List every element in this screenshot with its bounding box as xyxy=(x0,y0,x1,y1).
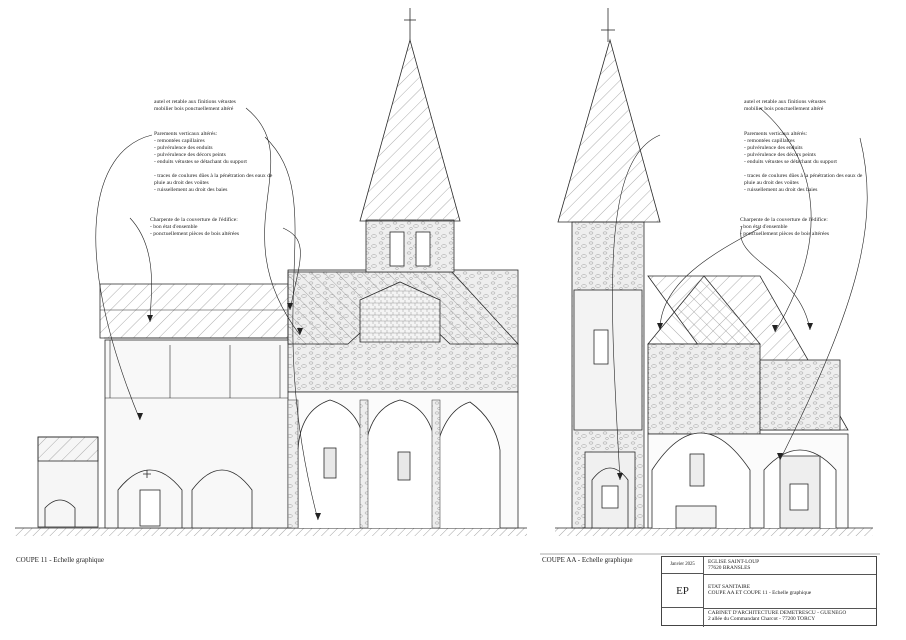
left-walls-item: pluie au droit des voûtes xyxy=(154,180,209,186)
coupe-11-section xyxy=(15,8,527,536)
left-walls-item: - enduits vétustes se détachant du suppo… xyxy=(154,159,247,165)
title-block: Janvier 2025 EP EGLISE SAINT-LOUP 77620 … xyxy=(661,556,877,627)
left-walls-item: - pulvérulence des enduits xyxy=(154,145,213,151)
architect-address: 2 allée du Commandant Charcot - 77200 TO… xyxy=(708,616,816,623)
right-annotation-altar: autel et retable aux finitions vétustes … xyxy=(744,99,826,113)
left-walls-item: - ruissellement au droit des baies xyxy=(154,187,228,193)
left-walls-item: - pulvérulence des décors peints xyxy=(154,152,226,158)
title-block-document: ETAT SANITAIRE COUPE AA ET COUPE 11 - Ec… xyxy=(708,584,811,597)
right-walls-item: - remontées capillaires xyxy=(744,138,795,144)
right-walls-item: - enduits vétustes se détachant du suppo… xyxy=(744,159,837,165)
title-block-date: Janvier 2025 xyxy=(662,557,704,574)
right-roof-item: - ponctuellement pièces de bois altérées xyxy=(740,231,829,237)
right-altar-line-1: autel et retable aux finitions vétustes xyxy=(744,99,826,105)
left-altar-line-2: mobilier bois ponctuellement altéré xyxy=(154,106,234,112)
right-walls-item: pluie au droit des voûtes xyxy=(744,180,799,186)
document-title: ETAT SANITAIRE xyxy=(708,584,751,590)
title-block-architect: CABINET D'ARCHITECTURE DEMETRESCU - GUEN… xyxy=(708,610,846,623)
right-annotation-roof: Charpente de la couverture de l'édifice:… xyxy=(740,217,829,238)
left-annotation-roof: Charpente de la couverture de l'édifice:… xyxy=(150,217,239,238)
right-walls-item: - ruissellement au droit des baies xyxy=(744,187,818,193)
right-walls-item: - pulvérulence des décors peints xyxy=(744,152,816,158)
left-roof-item: - ponctuellement pièces de bois altérées xyxy=(150,231,239,237)
title-block-divider xyxy=(704,574,876,575)
right-section-caption: COUPE AA - Echelle graphique xyxy=(542,556,633,564)
left-section-caption: COUPE 11 - Echelle graphique xyxy=(16,556,104,564)
left-altar-line-1: autel et retable aux finitions vétustes xyxy=(154,99,236,105)
left-walls-title: Parements verticaux altérés: xyxy=(154,131,218,137)
right-annotation-walls: Parements verticaux altérés: - remontées… xyxy=(744,131,862,194)
right-roof-item: - bon état d'ensemble xyxy=(740,224,788,230)
annotation-leaders xyxy=(95,107,868,521)
coupe-aa-section xyxy=(555,8,873,536)
title-block-project: EGLISE SAINT-LOUP 77620 BRANSLES xyxy=(708,559,759,572)
left-annotation-altar: autel et retable aux finitions vétustes … xyxy=(154,99,236,113)
project-name: EGLISE SAINT-LOUP xyxy=(708,559,760,565)
title-block-phase-code: EP xyxy=(662,574,704,608)
left-walls-item: - remontées capillaires xyxy=(154,138,205,144)
right-walls-title: Parements verticaux altérés: xyxy=(744,131,808,137)
right-altar-line-2: mobilier bois ponctuellement altéré xyxy=(744,106,824,112)
left-annotation-walls: Parements verticaux altérés: - remontées… xyxy=(154,131,272,194)
left-roof-title: Charpente de la couverture de l'édifice: xyxy=(150,217,238,223)
title-block-divider xyxy=(704,608,876,609)
right-walls-item: - pulvérulence des enduits xyxy=(744,145,803,151)
arrow-heads xyxy=(137,303,813,520)
left-roof-item: - bon état d'ensemble xyxy=(150,224,198,230)
architect-name: CABINET D'ARCHITECTURE DEMETRESCU - GUEN… xyxy=(708,610,847,616)
document-subtitle: COUPE AA ET COUPE 11 - Echelle graphique xyxy=(708,590,812,597)
project-location: 77620 BRANSLES xyxy=(708,565,751,572)
right-walls-item: - traces de coulures dûes à la pénétrati… xyxy=(744,173,863,179)
title-block-empty-cell xyxy=(662,608,704,627)
right-roof-title: Charpente de la couverture de l'édifice: xyxy=(740,217,828,223)
left-walls-item: - traces de coulures dûes à la pénétrati… xyxy=(154,173,273,179)
